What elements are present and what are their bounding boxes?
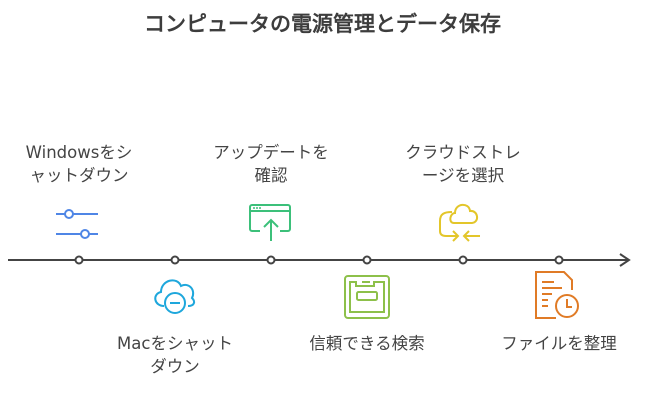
label-line: ージを選択 (421, 166, 505, 185)
step-label-organize-files: ファイルを整理 (484, 332, 634, 355)
label-line: ファイルを整理 (501, 334, 617, 353)
step-label-mac-shutdown: Macをシャット ダウン (100, 332, 250, 378)
label-line: 信頼できる検索 (309, 334, 425, 353)
document-clock-icon (535, 271, 579, 319)
sliders-icon (56, 209, 98, 239)
step-label-choose-cloud-storage: クラウドストレ ージを選択 (388, 141, 538, 187)
timeline-node (554, 255, 564, 265)
label-line: ダウン (150, 357, 200, 376)
label-line: Macをシャット (117, 334, 233, 353)
diagram-title: コンピュータの電源管理とデータ保存 (144, 12, 501, 36)
timeline-node (266, 255, 276, 265)
arrow-head-icon (619, 253, 631, 267)
storage-box-icon (344, 275, 390, 319)
timeline-node (458, 255, 468, 265)
timeline-node (170, 255, 180, 265)
step-label-trusted-search: 信頼できる検索 (292, 332, 442, 355)
step-label-check-updates: アップデートを 確認 (196, 141, 346, 187)
label-line: クラウドストレ (405, 143, 521, 162)
cloud-minus-icon (154, 279, 196, 314)
step-label-windows-shutdown: Windowsをシ ャットダウン (4, 141, 154, 187)
label-line: 確認 (254, 166, 288, 185)
label-line: ャットダウン (29, 166, 129, 185)
label-line: Windowsをシ (25, 143, 133, 162)
timeline-node (74, 255, 84, 265)
browser-upload-icon (249, 204, 291, 241)
cloud-sync-icon (439, 203, 480, 242)
label-line: アップデートを (213, 143, 329, 162)
timeline-node (362, 255, 372, 265)
